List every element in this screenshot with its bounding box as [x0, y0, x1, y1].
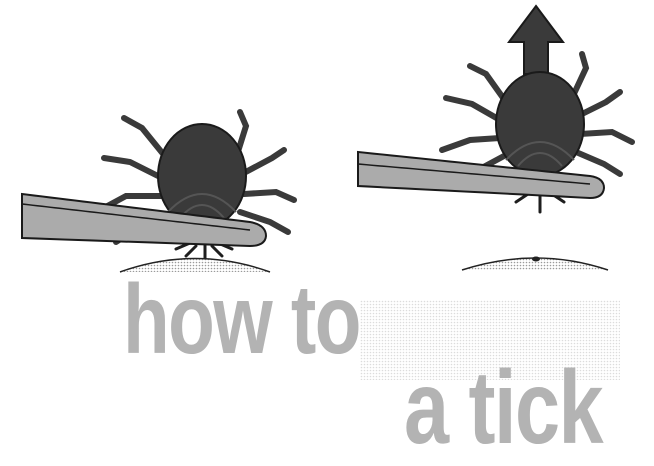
tick-pulled-upward-illustration	[358, 6, 632, 270]
title-line-2: a tick	[404, 356, 602, 460]
tweezers-grasping-tick-illustration	[22, 112, 294, 272]
up-arrow-icon	[509, 6, 563, 74]
title-line-1: how to	[123, 270, 360, 368]
tick-body-right	[496, 72, 584, 176]
